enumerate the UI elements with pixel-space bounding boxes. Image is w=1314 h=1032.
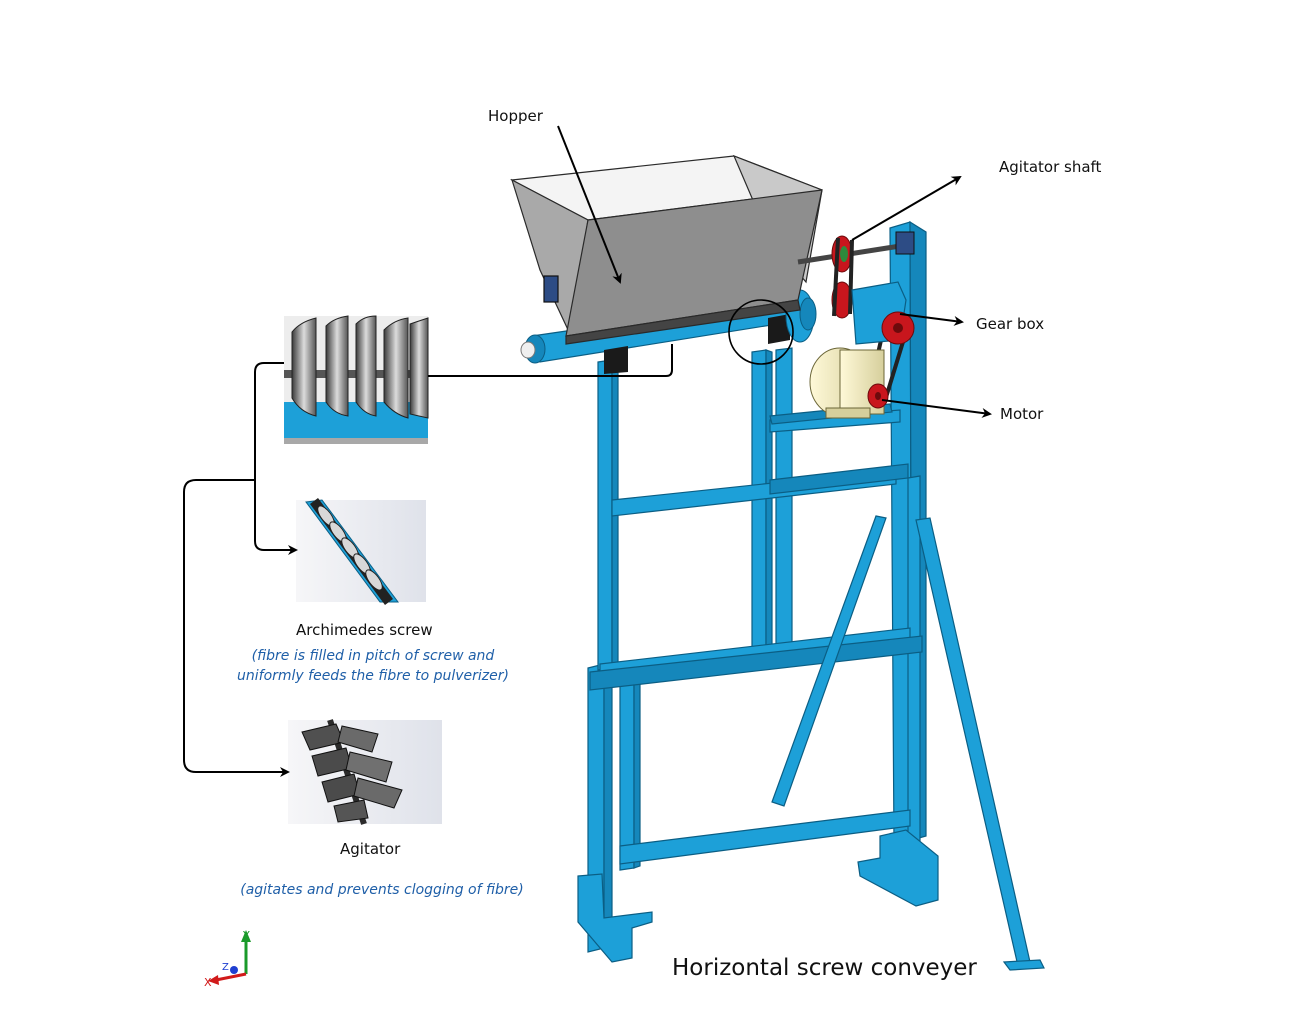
archimedes-screw-label: Archimedes screw	[296, 621, 433, 639]
detail-bracket-line	[254, 362, 298, 555]
diagram-title: Horizontal screw conveyer	[672, 955, 977, 981]
leader-lines	[183, 125, 992, 777]
gear-box-label: Gear box	[976, 315, 1045, 333]
motor-label: Motor	[1000, 405, 1044, 423]
gear-box-arrow	[899, 313, 964, 326]
agitator-bracket-line	[183, 479, 290, 777]
archimedes-note-line-1: (fibre is filled in pitch of screw and	[251, 648, 495, 664]
hopper-label: Hopper	[488, 107, 543, 125]
agitator-label: Agitator	[340, 840, 401, 858]
conveyer-frame	[577, 220, 1045, 971]
screw-detail-image	[284, 315, 429, 444]
motor-arrow	[881, 399, 992, 418]
hopper-arrow	[557, 125, 622, 284]
triad-z-label: Z	[222, 962, 229, 973]
agitator-shaft-label: Agitator shaft	[999, 158, 1102, 176]
coordinate-triad: Y X Z	[204, 929, 251, 989]
archimedes-screw-image	[296, 498, 426, 605]
detail-circle	[728, 299, 794, 365]
agitator-image	[288, 719, 442, 825]
tube-to-detail-line	[428, 344, 673, 377]
archimedes-note-line-2: uniformly feeds the fibre to pulverizer)	[237, 668, 509, 684]
triad-y-label: Y	[242, 929, 250, 942]
archimedes-screw-note: (fibre is filled in pitch of screw and u…	[228, 646, 518, 686]
agitator-note: (agitates and prevents clogging of fibre…	[240, 882, 524, 898]
drive-assembly	[797, 231, 915, 419]
triad-x-label: X	[204, 976, 212, 989]
agitator-shaft-arrow	[851, 175, 962, 241]
